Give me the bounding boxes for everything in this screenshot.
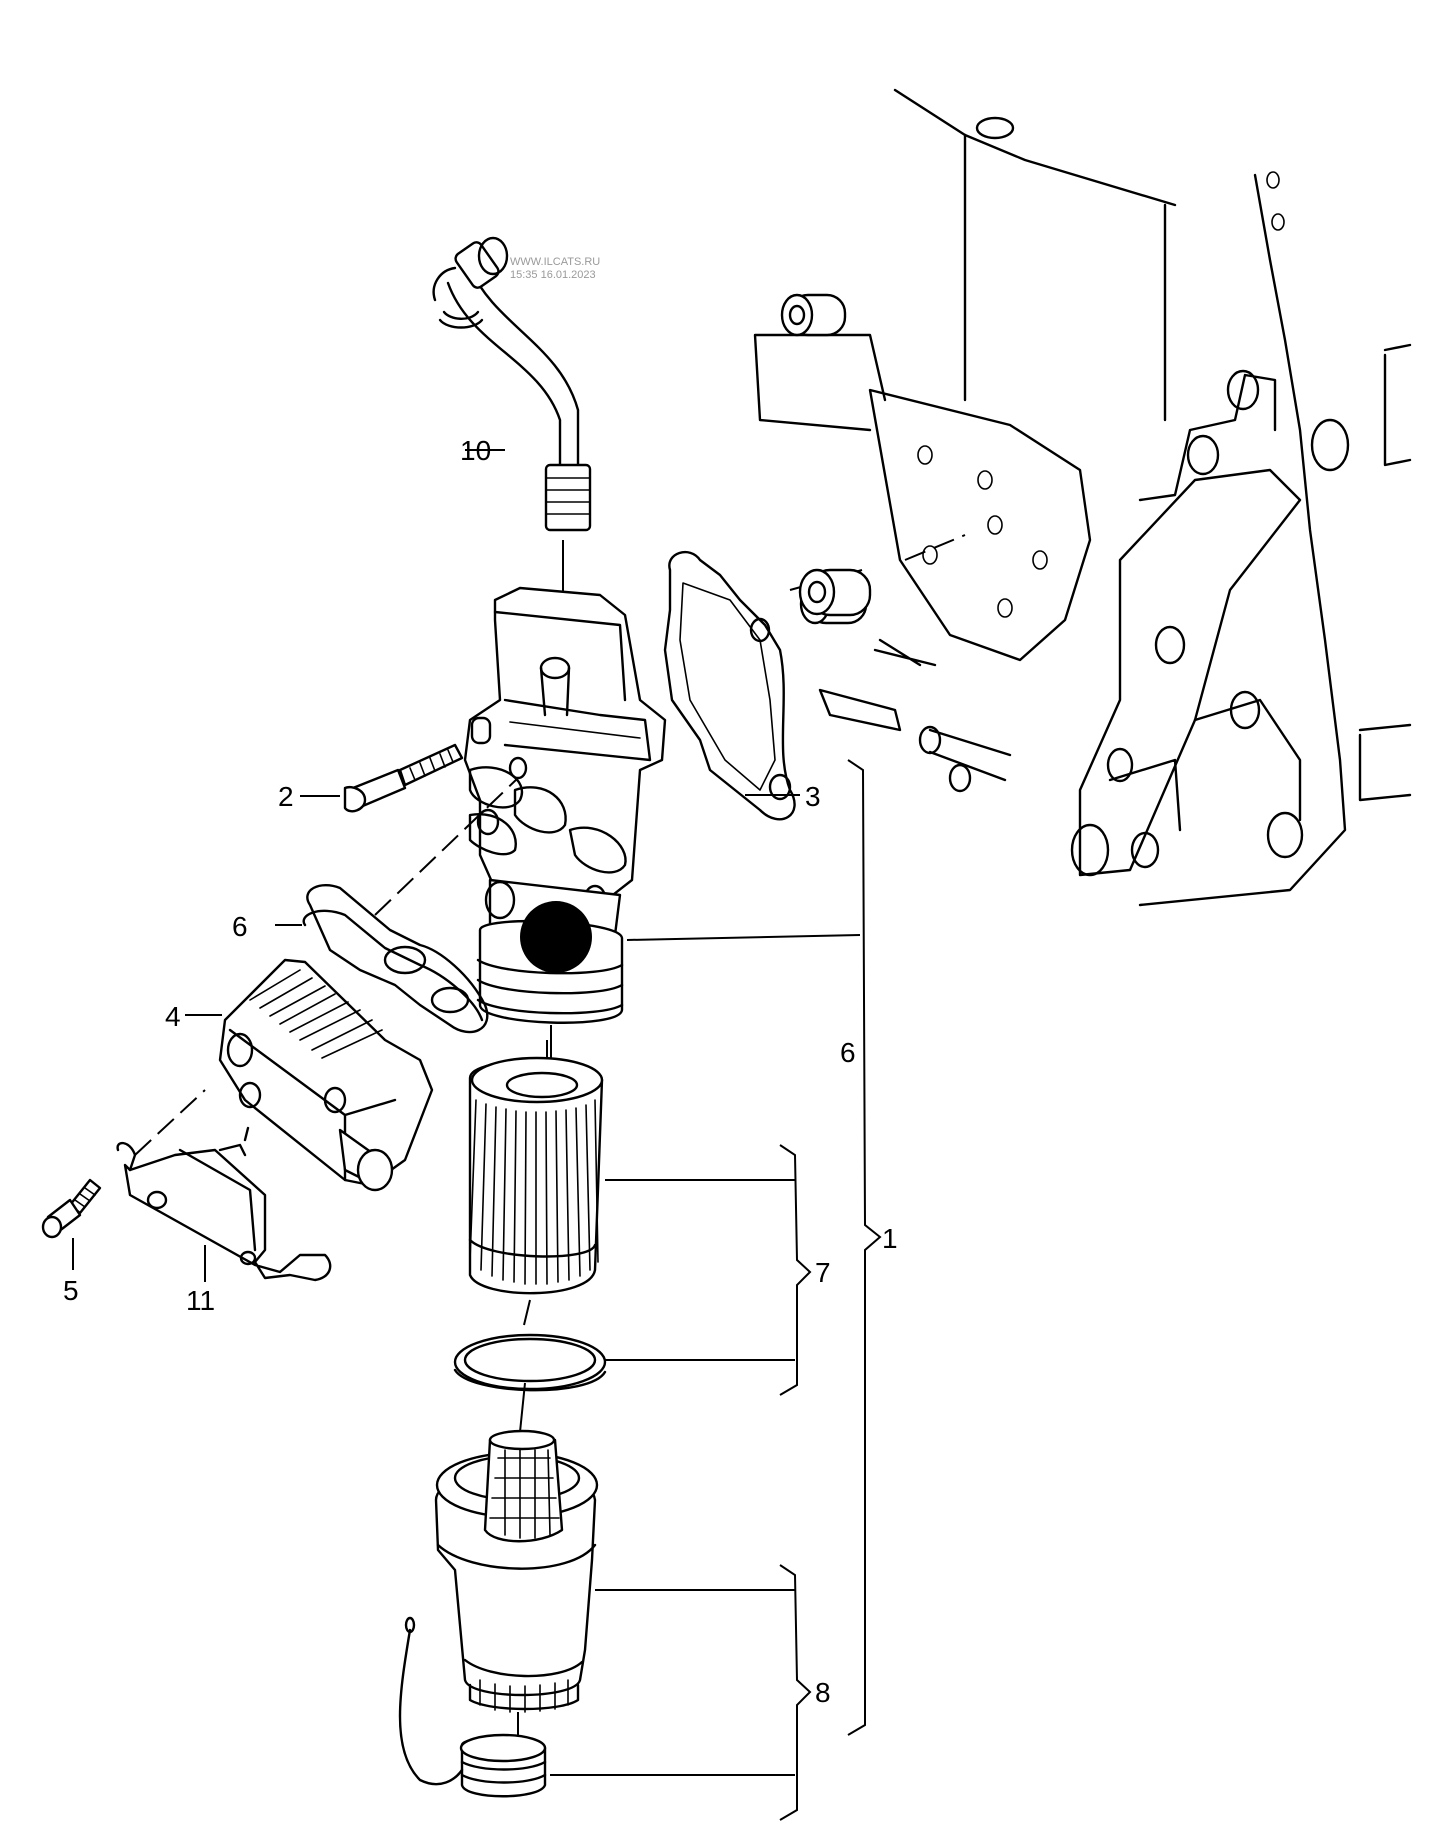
highlight-marker — [520, 901, 592, 973]
dowel-sleeve — [798, 568, 872, 617]
part-5-bolt — [41, 1178, 102, 1270]
callout-leaders — [185, 449, 882, 1821]
callout-3: 3 — [805, 781, 821, 812]
callout-7: 7 — [815, 1257, 831, 1288]
part-7-filter-element — [453, 1040, 607, 1433]
callout-6-bracket: 6 — [840, 1037, 856, 1068]
callout-4: 4 — [165, 1001, 181, 1032]
watermark-site: WWW.ILCATS.RU — [510, 256, 600, 268]
part-4-oil-cooler — [134, 958, 434, 1192]
watermark: WWW.ILCATS.RU 15:35 16.01.2023 — [510, 256, 600, 281]
part-3-housing-gasket — [663, 534, 966, 821]
callout-6-gasket: 6 — [232, 911, 248, 942]
callout-11: 11 — [186, 1285, 215, 1316]
callout-2: 2 — [278, 781, 294, 812]
callout-5: 5 — [63, 1275, 79, 1306]
callout-1: 1 — [882, 1223, 898, 1254]
part-10-breather-hose — [432, 236, 592, 640]
part-6-cooler-gasket — [302, 777, 519, 1034]
oil-filter-housing — [463, 586, 667, 1065]
callout-8: 8 — [815, 1677, 831, 1708]
callout-10: 10 — [460, 435, 491, 466]
watermark-timestamp: 15:35 16.01.2023 — [510, 269, 596, 281]
part-11-bracket — [116, 1126, 332, 1282]
part-2-bolt — [300, 716, 492, 813]
part-8-drain-plug — [398, 1616, 547, 1798]
part-8-filter-cap — [434, 1429, 599, 1735]
engine-block — [753, 88, 1412, 907]
callout-labels: 10 2 3 6 4 5 11 6 1 7 8 — [63, 435, 898, 1708]
